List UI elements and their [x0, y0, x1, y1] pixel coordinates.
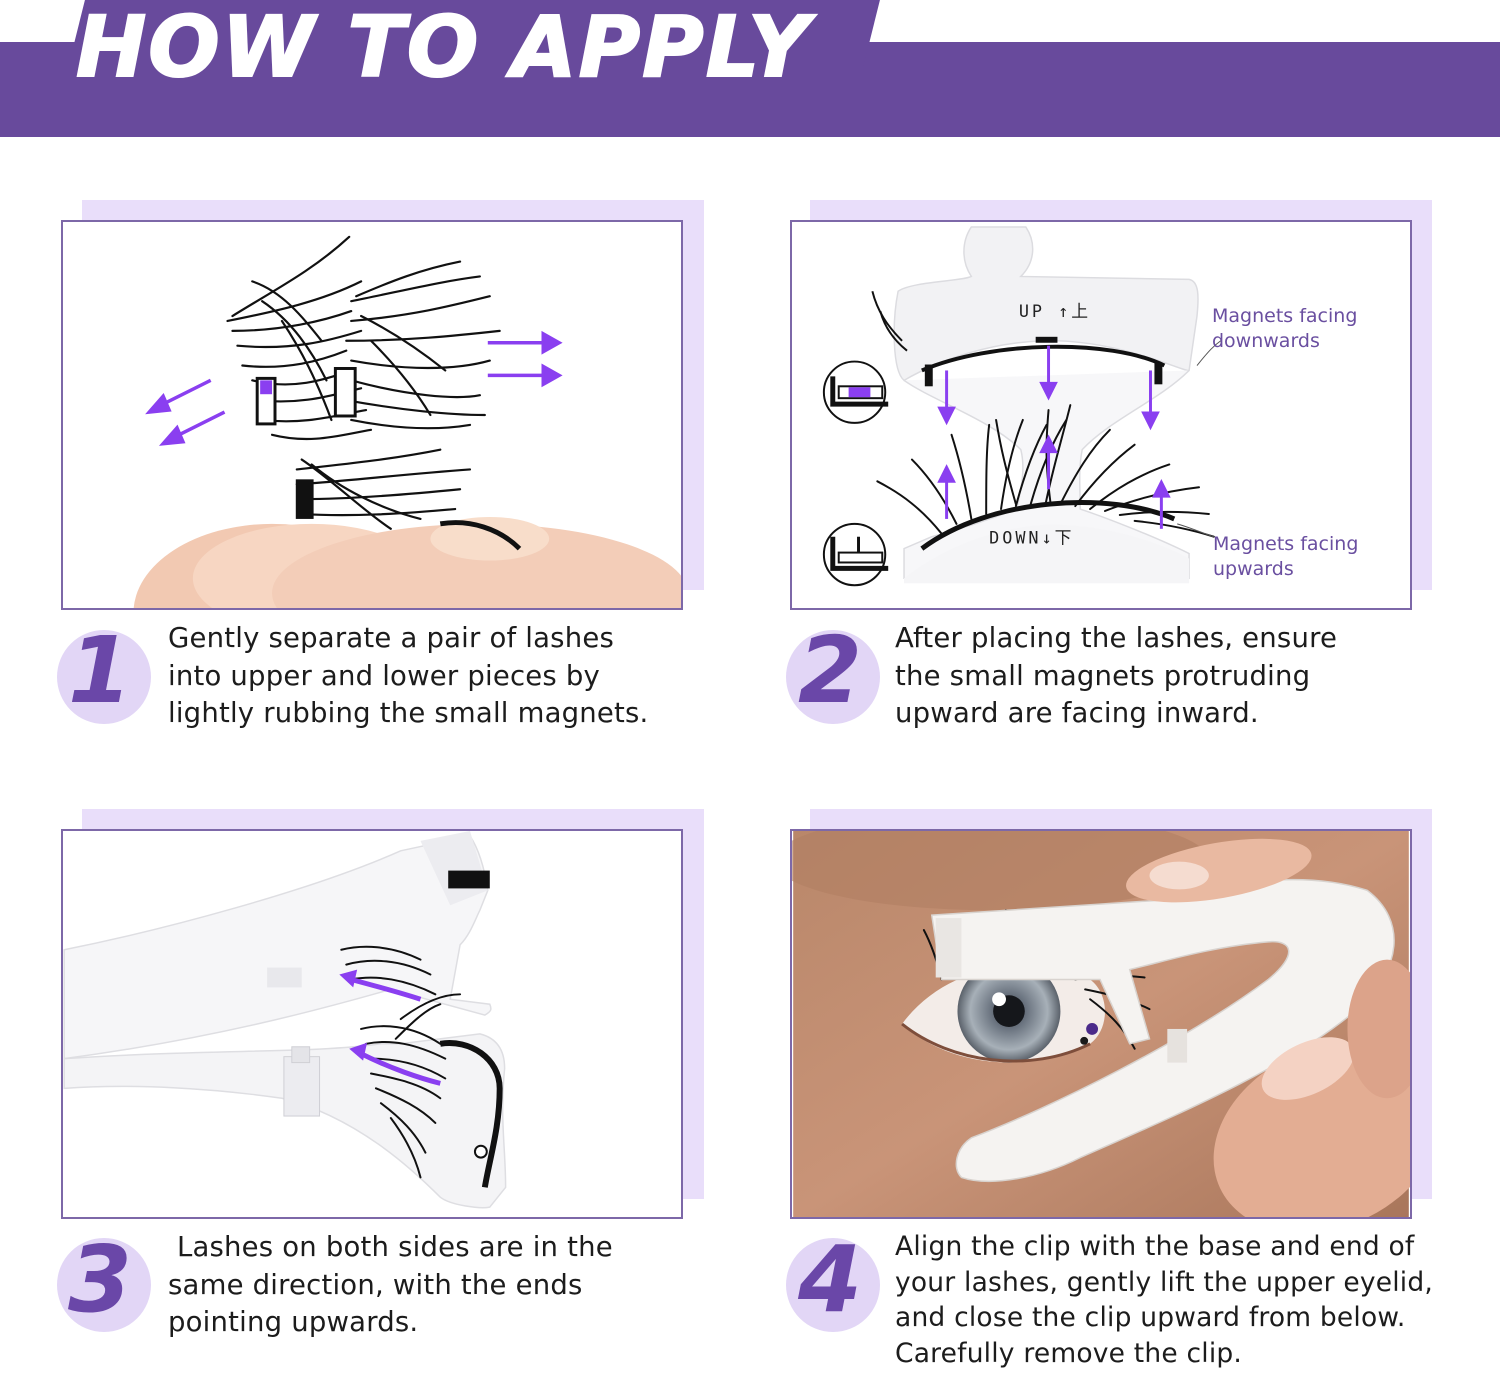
page-title: HOW TO APPLY	[75, 0, 811, 97]
step-3-text: Lashes on both sides are in the same dir…	[168, 1231, 613, 1338]
step-2-circle	[786, 630, 880, 724]
clip-down-label: DOWN↓下	[989, 528, 1074, 548]
step-2-text: After placing the lashes, ensure the sma…	[895, 622, 1338, 729]
step-1-number: 1	[67, 617, 132, 724]
magnets-downwards-label: Magnets facing downwards	[1212, 305, 1358, 352]
step-3-number: 3	[67, 1226, 132, 1333]
step-2-image: UP ↑上 DOWN↓下	[790, 220, 1412, 610]
step-3-image	[61, 829, 683, 1219]
clip-up-label: UP ↑上	[1019, 301, 1091, 321]
step-4-number: 4	[797, 1226, 862, 1333]
separate-lashes-illustration	[133, 235, 681, 608]
step-1-text: Gently separate a pair of lashes into up…	[168, 622, 649, 729]
step-1-circle	[57, 630, 151, 724]
magnets-upwards-label: Magnets facing upwards	[1213, 533, 1359, 580]
eye-application-photo	[792, 831, 1410, 1217]
step-4-text: Align the clip with the base and end of …	[895, 1231, 1433, 1369]
clip-magnets-illustration: UP ↑上 DOWN↓下	[822, 226, 1222, 587]
clip-side-illustration	[63, 831, 507, 1209]
step-4-image	[790, 829, 1412, 1219]
step-3-circle	[57, 1238, 151, 1332]
step-1-image	[61, 220, 683, 610]
step-2-number: 2	[797, 617, 862, 724]
step-4-circle	[786, 1238, 880, 1332]
